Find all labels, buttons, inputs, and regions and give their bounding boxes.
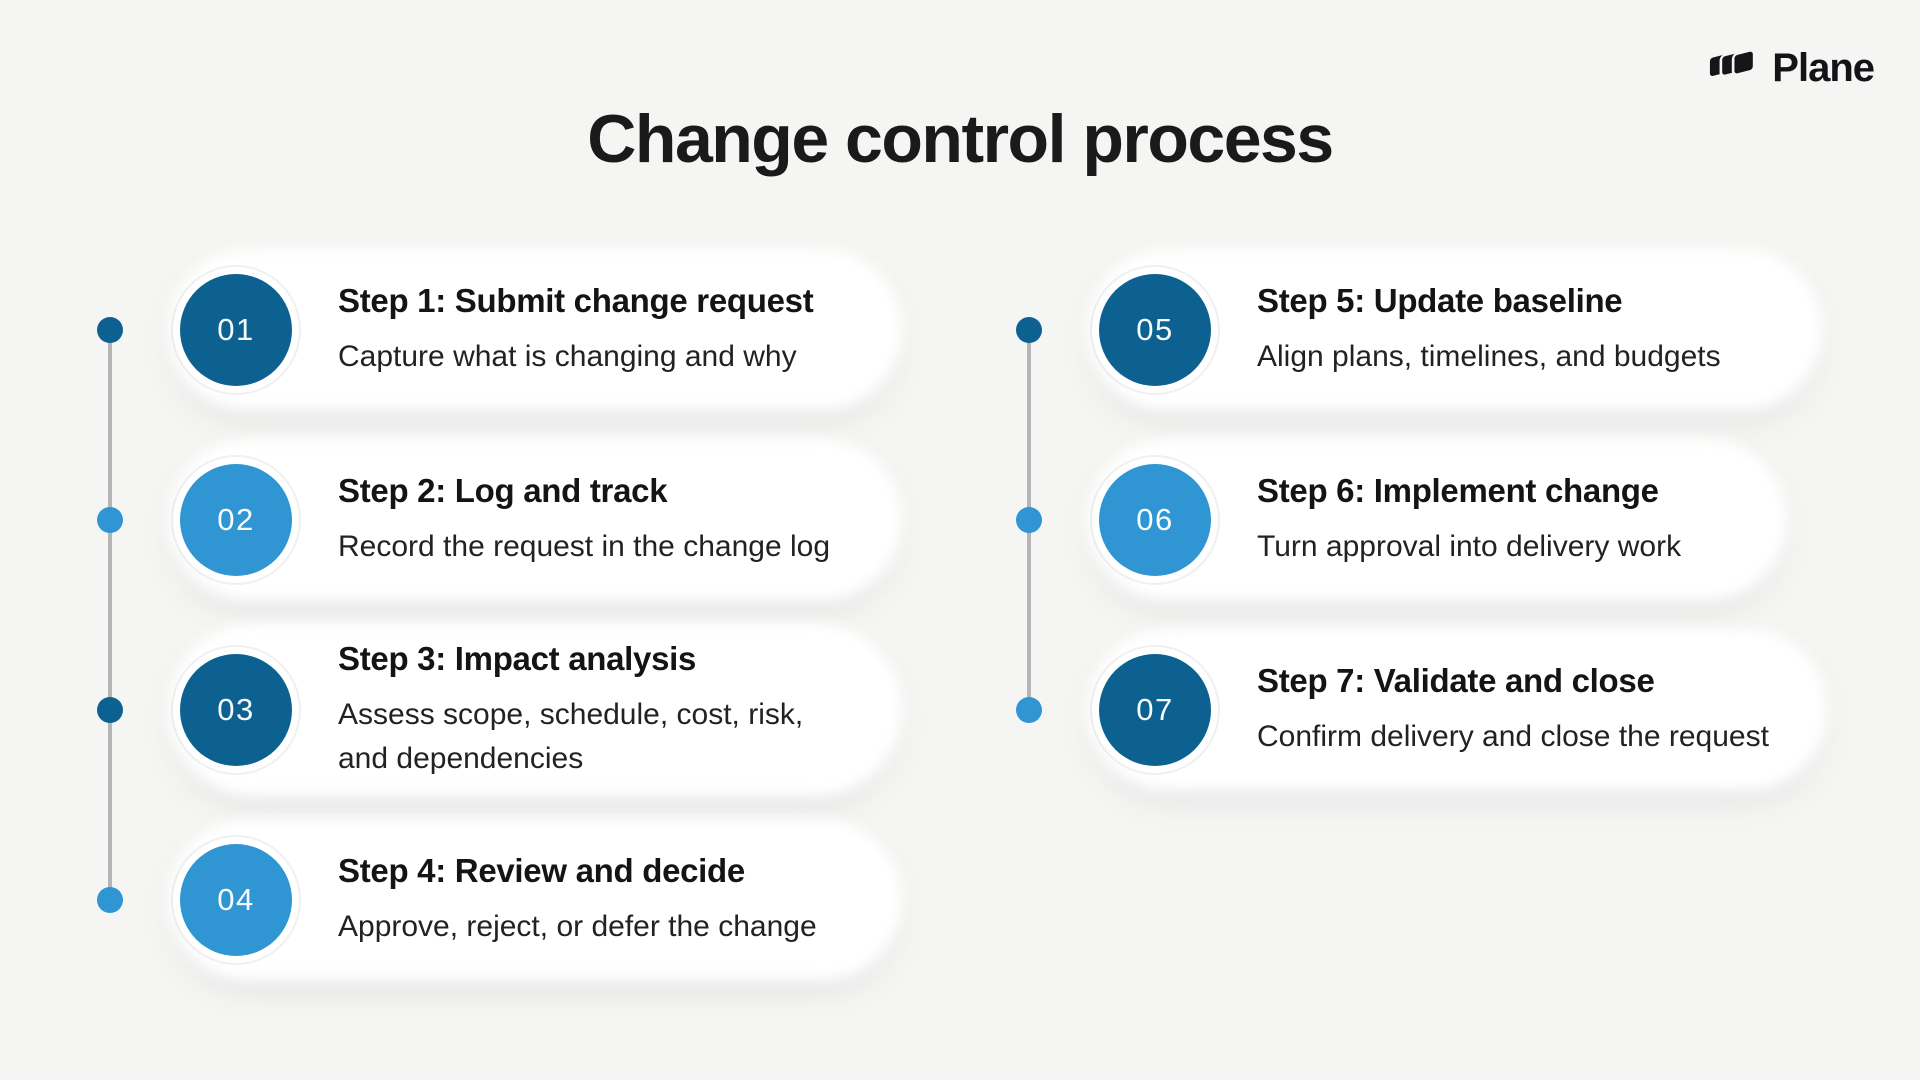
step-number-1: 01 bbox=[217, 312, 255, 347]
timeline-line-left bbox=[108, 330, 112, 900]
step-circle-1: 01 bbox=[180, 274, 292, 386]
step-circle-7: 07 bbox=[1099, 654, 1211, 766]
step-description-3: Assess scope, schedule, cost, risk, and … bbox=[338, 698, 804, 775]
step-description-2: Record the request in the change log bbox=[338, 529, 830, 563]
step-description-5: Align plans, timelines, and budgets bbox=[1257, 339, 1721, 373]
step-number-2: 02 bbox=[217, 502, 255, 537]
step-title-3: Step 3: Impact analysis bbox=[338, 640, 697, 677]
timeline-dot-2 bbox=[97, 507, 123, 533]
step-description-1: Capture what is changing and why bbox=[338, 339, 797, 373]
step-title-1: Step 1: Submit change request bbox=[338, 281, 814, 319]
step-circle-5: 05 bbox=[1099, 274, 1211, 386]
step-card-5: Step 5: Update baseline Align plans, tim… bbox=[1087, 249, 1822, 411]
step-title-2: Step 2: Log and track bbox=[338, 471, 668, 509]
step-title-7: Step 7: Validate and close bbox=[1257, 661, 1655, 699]
step-number-4: 04 bbox=[217, 882, 255, 917]
step-card-6: Step 6: Implement change Turn approval i… bbox=[1087, 439, 1787, 601]
timeline-dot-5 bbox=[1016, 317, 1042, 343]
step-card-2: Step 2: Log and track Record the request… bbox=[168, 439, 902, 601]
step-number-5: 05 bbox=[1136, 312, 1174, 347]
step-circle-4: 04 bbox=[180, 844, 292, 956]
step-number-3: 03 bbox=[217, 692, 255, 727]
brand: Plane bbox=[1706, 40, 1875, 97]
brand-name: Plane bbox=[1772, 46, 1875, 90]
timeline-dot-7 bbox=[1016, 697, 1042, 723]
page-title: Change control process bbox=[587, 101, 1334, 177]
step-circle-2: 02 bbox=[180, 464, 292, 576]
step-card-7: Step 7: Validate and close Confirm deliv… bbox=[1087, 629, 1827, 791]
step-description-7: Confirm delivery and close the request bbox=[1257, 719, 1769, 753]
step-description-6: Turn approval into delivery work bbox=[1257, 529, 1682, 563]
step-circle-6: 06 bbox=[1099, 464, 1211, 576]
timeline-dot-3 bbox=[97, 697, 123, 723]
step-card-3: Step 3: Impact analysis Assess scope, sc… bbox=[168, 623, 902, 797]
step-title-6: Step 6: Implement change bbox=[1257, 471, 1659, 509]
timeline-dot-1 bbox=[97, 317, 123, 343]
step-card-1: Step 1: Submit change request Capture wh… bbox=[168, 249, 902, 411]
timeline-dot-4 bbox=[97, 887, 123, 913]
timeline-dot-6 bbox=[1016, 507, 1042, 533]
step-title-4: Step 4: Review and decide bbox=[338, 851, 745, 889]
plane-logo-icon bbox=[1706, 40, 1762, 97]
step-card-4: Step 4: Review and decide Approve, rejec… bbox=[168, 819, 902, 981]
step-circle-3: 03 bbox=[180, 654, 292, 766]
step-title-5: Step 5: Update baseline bbox=[1257, 281, 1623, 319]
step-number-6: 06 bbox=[1136, 502, 1174, 537]
step-description-4: Approve, reject, or defer the change bbox=[338, 909, 817, 943]
step-number-7: 07 bbox=[1136, 692, 1174, 727]
